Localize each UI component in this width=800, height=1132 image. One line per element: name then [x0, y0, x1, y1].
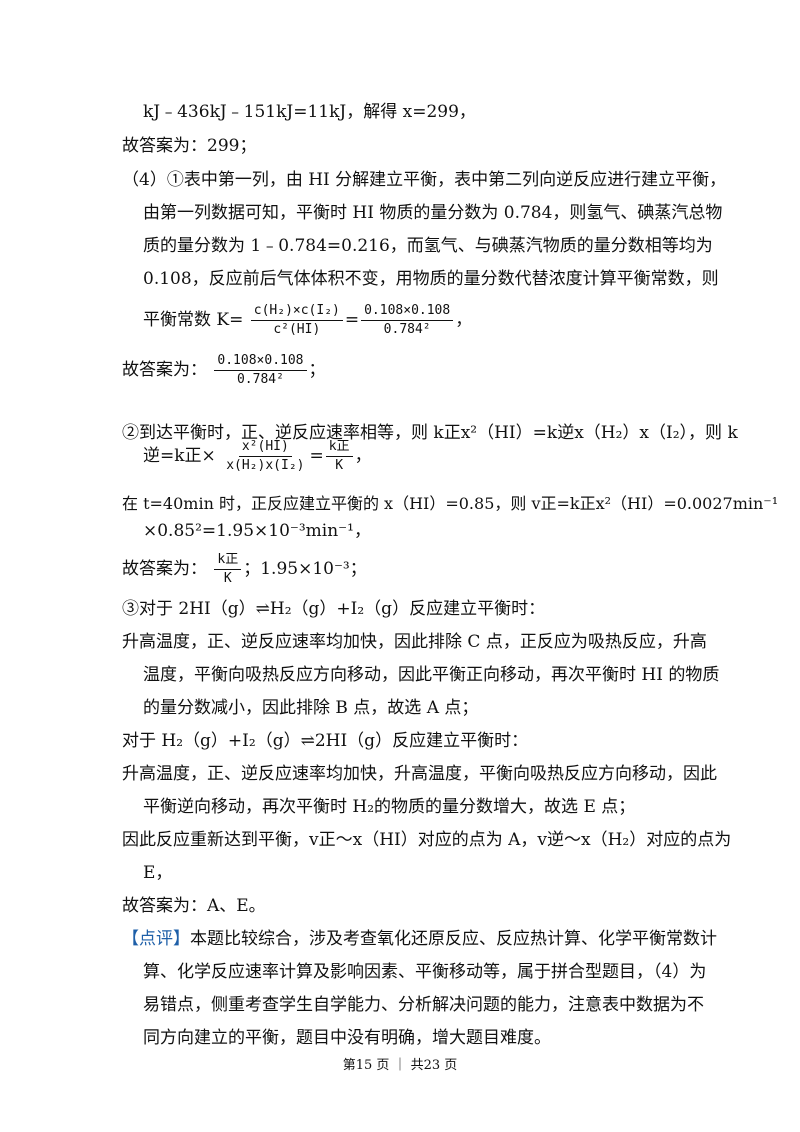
text-line: 算、化学反应速率计算及影响因素、平衡移动等，属于拼合型题目，（4）为 [143, 962, 707, 982]
text-line: E， [143, 863, 173, 883]
fraction-numerator: k正 [214, 552, 242, 570]
fraction: c(H₂)×c(I₂) c²(HI) [250, 303, 343, 338]
fraction: k正 K [325, 439, 353, 474]
fraction: 0.108×0.108 0.784² [361, 303, 454, 338]
review-text: 本题比较综合，涉及考查氧化还原反应、反应热计算、化学平衡常数计 [190, 929, 717, 949]
answer-prefix: 故答案为： [122, 559, 207, 579]
review-tag: 【点评】 [122, 929, 190, 949]
answer-prefix: 故答案为： [122, 360, 207, 380]
text-line: ②到达平衡时，正、逆反应速率相等，则 k正x²（HI）=k逆x（H₂）x（I₂）… [122, 423, 738, 443]
text-line: 同方向建立的平衡，题目中没有明确，增大题目难度。 [143, 1028, 551, 1048]
fraction-denominator: 0.784² [236, 372, 284, 387]
text-line: 因此反应重新达到平衡，v正～x（HI）对应的点为 A，v逆～x（H₂）对应的点为 [122, 830, 732, 850]
text-line: 平衡逆向移动，再次平衡时 H₂的物质的量分数增大，故选 E 点； [143, 797, 636, 817]
text-line: 易错点，侧重考查学生自学能力、分析解决问题的能力，注意表中数据为不 [143, 995, 704, 1015]
equation-suffix: ， [354, 446, 372, 466]
fraction-numerator: 0.108×0.108 [361, 303, 454, 321]
fraction: x²(HI) x(H₂)x(I₂) [223, 439, 307, 474]
text-line: 对于 H₂（g）+I₂（g）⇌2HI（g）反应建立平衡时： [122, 731, 529, 751]
answer-line: 故答案为： k正 K ；1.95×10⁻³； [122, 549, 367, 589]
fraction-denominator: K [335, 458, 344, 473]
page-footer: 第15 页 ｜ 共23 页 [342, 1058, 458, 1073]
answer-line: 故答案为： 0.108×0.108 0.784² ； [122, 350, 326, 390]
fraction-denominator: K [223, 571, 232, 586]
review-line: 【点评】本题比较综合，涉及考查氧化还原反应、反应热计算、化学平衡常数计 [122, 929, 717, 949]
equals-sign: = [344, 310, 360, 330]
text-line: 在 t=40min 时，正反应建立平衡的 x（HI）=0.85，则 v正=k正x… [122, 494, 779, 513]
fraction-numerator: k正 [325, 439, 353, 457]
fraction-denominator: c²(HI) [273, 322, 321, 337]
text-line: 升高温度，正、逆反应速率均加快，升高温度，平衡向吸热反应方向移动，因此 [122, 764, 717, 784]
text-line: 质的量分数为 1﹣0.784=0.216，而氢气、与碘蒸汽物质的量分数相等均为 [143, 236, 713, 256]
equation-prefix: 逆=k正× [143, 446, 216, 466]
fraction: k正 K [214, 552, 242, 587]
answer-suffix: ；1.95×10⁻³； [243, 559, 367, 579]
text-line: kJ﹣436kJ﹣151kJ=11kJ，解得 x=299， [143, 102, 476, 122]
fraction-denominator: 0.784² [383, 322, 431, 337]
text-line: 故答案为：299； [122, 136, 257, 156]
fraction-numerator: c(H₂)×c(I₂) [250, 303, 343, 321]
fraction: 0.108×0.108 0.784² [214, 353, 307, 388]
fraction-denominator: x(H₂)x(I₂) [226, 458, 305, 473]
equation-line: 逆=k正× x²(HI) x(H₂)x(I₂) = k正 K ， [143, 436, 372, 476]
equation-suffix: ， [455, 310, 473, 330]
equation-line: 平衡常数 K= c(H₂)×c(I₂) c²(HI) = 0.108×0.108… [143, 300, 472, 340]
text-line: （4）①表中第一列，由 HI 分解建立平衡，表中第二列向逆反应进行建立平衡， [122, 170, 727, 190]
text-line: 升高温度，正、逆反应速率均加快，因此排除 C 点，正反应为吸热反应，升高 [122, 632, 707, 652]
text-line: ×0.85²=1.95×10⁻³min⁻¹， [143, 521, 371, 541]
fraction-numerator: x²(HI) [238, 439, 292, 457]
text-line: 故答案为：A、E。 [122, 896, 266, 916]
fraction-numerator: 0.108×0.108 [214, 353, 307, 371]
text-line: 的量分数减小，因此排除 B 点，故选 A 点； [143, 698, 479, 718]
text-line: 0.108，反应前后气体体积不变，用物质的量分数代替浓度计算平衡常数，则 [143, 269, 719, 289]
equals-sign: = [309, 446, 324, 466]
answer-suffix: ； [308, 360, 326, 380]
equation-prefix: 平衡常数 K= [143, 310, 244, 330]
text-line: 温度，平衡向吸热反应方向移动，因此平衡正向移动，再次平衡时 HI 的物质 [143, 665, 720, 685]
text-line: 由第一列数据可知，平衡时 HI 物质的量分数为 0.784，则氢气、碘蒸汽总物 [143, 203, 723, 223]
text-line: ③对于 2HI（g）⇌H₂（g）+I₂（g）反应建立平衡时： [122, 599, 546, 619]
